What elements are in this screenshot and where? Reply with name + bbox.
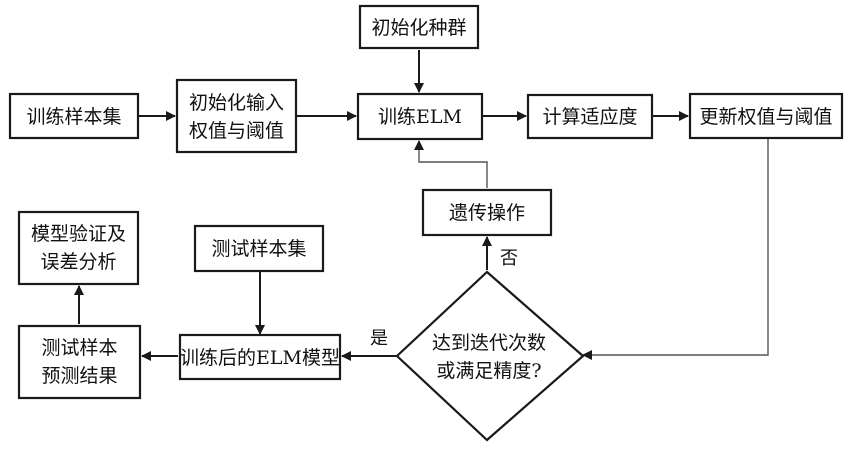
svg-text:训练ELM: 训练ELM — [378, 106, 462, 128]
node-training-set: 训练样本集 — [10, 94, 138, 138]
svg-text:达到迭代次数: 达到迭代次数 — [432, 332, 546, 354]
svg-text:权值与阈值: 权值与阈值 — [189, 120, 284, 142]
svg-text:训练样本集: 训练样本集 — [26, 106, 121, 128]
yes-label: 是 — [370, 328, 388, 349]
svg-text:测试样本: 测试样本 — [41, 337, 117, 359]
node-trained-elm: 训练后的ELM模型 — [180, 335, 340, 379]
node-init-weights: 初始化输入 权值与阈值 — [177, 80, 296, 152]
svg-text:训练后的ELM模型: 训练后的ELM模型 — [180, 347, 340, 369]
svg-text:预测结果: 预测结果 — [41, 365, 117, 387]
svg-text:模型验证及: 模型验证及 — [31, 223, 126, 245]
node-check-decision: 达到迭代次数 或满足精度? — [397, 272, 583, 440]
svg-text:初始化种群: 初始化种群 — [371, 17, 466, 39]
node-compute-fitness: 计算适应度 — [528, 95, 652, 138]
svg-text:测试样本集: 测试样本集 — [211, 238, 306, 260]
svg-text:遗传操作: 遗传操作 — [449, 202, 525, 224]
node-validation: 模型验证及 误差分析 — [19, 212, 138, 284]
node-genetic-ops: 遗传操作 — [423, 190, 551, 235]
node-test-predict: 测试样本 预测结果 — [19, 326, 140, 398]
svg-text:计算适应度: 计算适应度 — [542, 106, 637, 128]
node-update-weights: 更新权值与阈值 — [690, 94, 842, 138]
edge-update-weights-to-check — [583, 138, 768, 355]
svg-text:初始化输入: 初始化输入 — [189, 92, 284, 114]
edge-genetic-ops-to-train-elm — [419, 141, 487, 188]
no-label: 否 — [500, 248, 518, 269]
node-test-set: 测试样本集 — [195, 226, 323, 271]
node-train-elm: 训练ELM — [358, 94, 482, 139]
svg-text:更新权值与阈值: 更新权值与阈值 — [699, 106, 832, 128]
svg-text:误差分析: 误差分析 — [40, 251, 116, 273]
svg-text:或满足精度?: 或满足精度? — [436, 360, 541, 382]
node-init-population: 初始化种群 — [360, 6, 478, 48]
